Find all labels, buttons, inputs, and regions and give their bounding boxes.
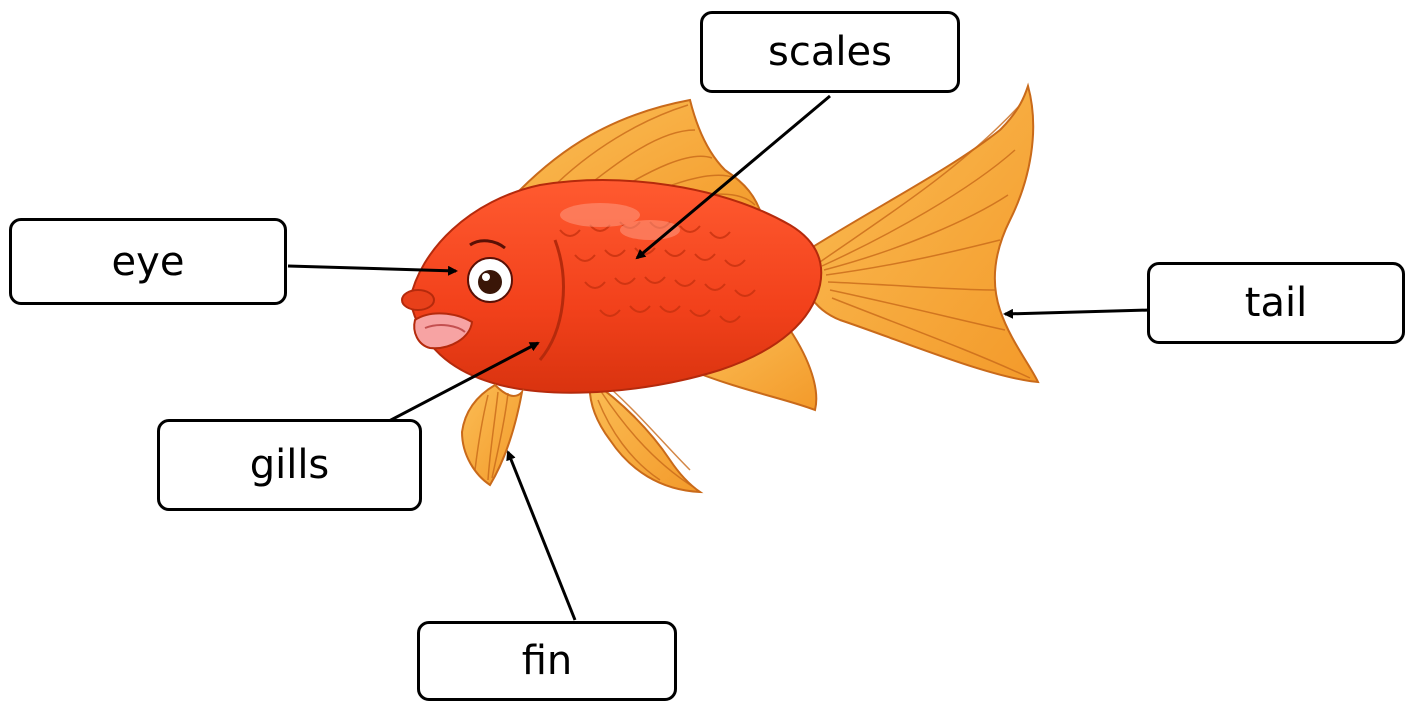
annotation-arrows xyxy=(287,94,1151,621)
label-eye-text: eye xyxy=(111,238,185,285)
gill-line xyxy=(538,239,565,361)
label-tail: tail xyxy=(1147,262,1405,344)
fish-mouth xyxy=(401,289,474,350)
fish-scales xyxy=(559,221,756,323)
arrow-scales xyxy=(635,94,831,260)
label-scales-text: scales xyxy=(768,29,892,75)
label-gills: gills xyxy=(157,419,422,511)
arrow-eye xyxy=(287,264,458,276)
goldfish-illustration xyxy=(401,82,1040,494)
label-gills-text: gills xyxy=(249,442,330,488)
fish-eye xyxy=(467,239,513,303)
fish-body xyxy=(408,179,823,394)
label-eye: eye xyxy=(9,218,287,305)
arrow-gills xyxy=(367,341,540,434)
label-fin: fin xyxy=(417,621,677,701)
label-scales: scales xyxy=(700,11,960,93)
arrow-tail xyxy=(1003,308,1151,319)
label-tail-text: tail xyxy=(1244,280,1308,326)
tail-fin xyxy=(798,82,1040,384)
label-fin-text: fin xyxy=(521,638,573,684)
arrow-fin xyxy=(506,450,577,621)
pelvic-fin xyxy=(588,378,704,494)
